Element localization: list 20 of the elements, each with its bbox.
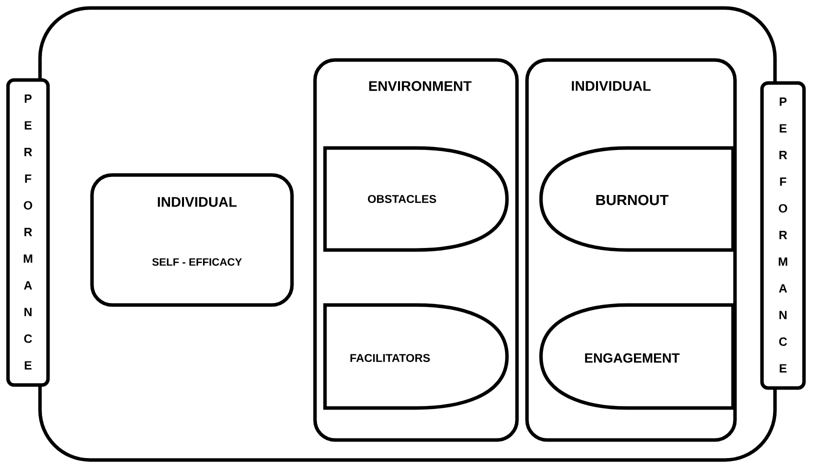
d-shaped-box	[323, 303, 509, 410]
d-shaped-box	[323, 146, 509, 252]
node-label: SELF - EFFICACY	[152, 258, 242, 266]
box-label: INDIVIDUAL	[572, 81, 651, 91]
rounded-box	[90, 173, 294, 307]
box-label: FACILITATORS	[350, 354, 430, 362]
box-label: P E R F O R M A N C E	[24, 94, 32, 370]
vertical-bar	[6, 78, 50, 387]
d-shaped-box	[539, 146, 735, 252]
node-label: INDIVIDUAL	[158, 197, 237, 207]
box-label: BURNOUT	[596, 194, 668, 206]
box-label: INDIVIDUAL SELF - EFFICACY	[152, 197, 242, 266]
rounded-box	[525, 58, 737, 442]
box-label: P E R F O R M A N C E	[778, 98, 788, 372]
box-label: ENGAGEMENT	[585, 353, 680, 363]
vertical-bar	[760, 81, 806, 390]
box-label: OBSTACLES	[368, 195, 436, 203]
d-shaped-box	[539, 303, 735, 410]
box-label: ENVIRONMENT	[369, 81, 472, 91]
rounded-box	[313, 58, 519, 442]
